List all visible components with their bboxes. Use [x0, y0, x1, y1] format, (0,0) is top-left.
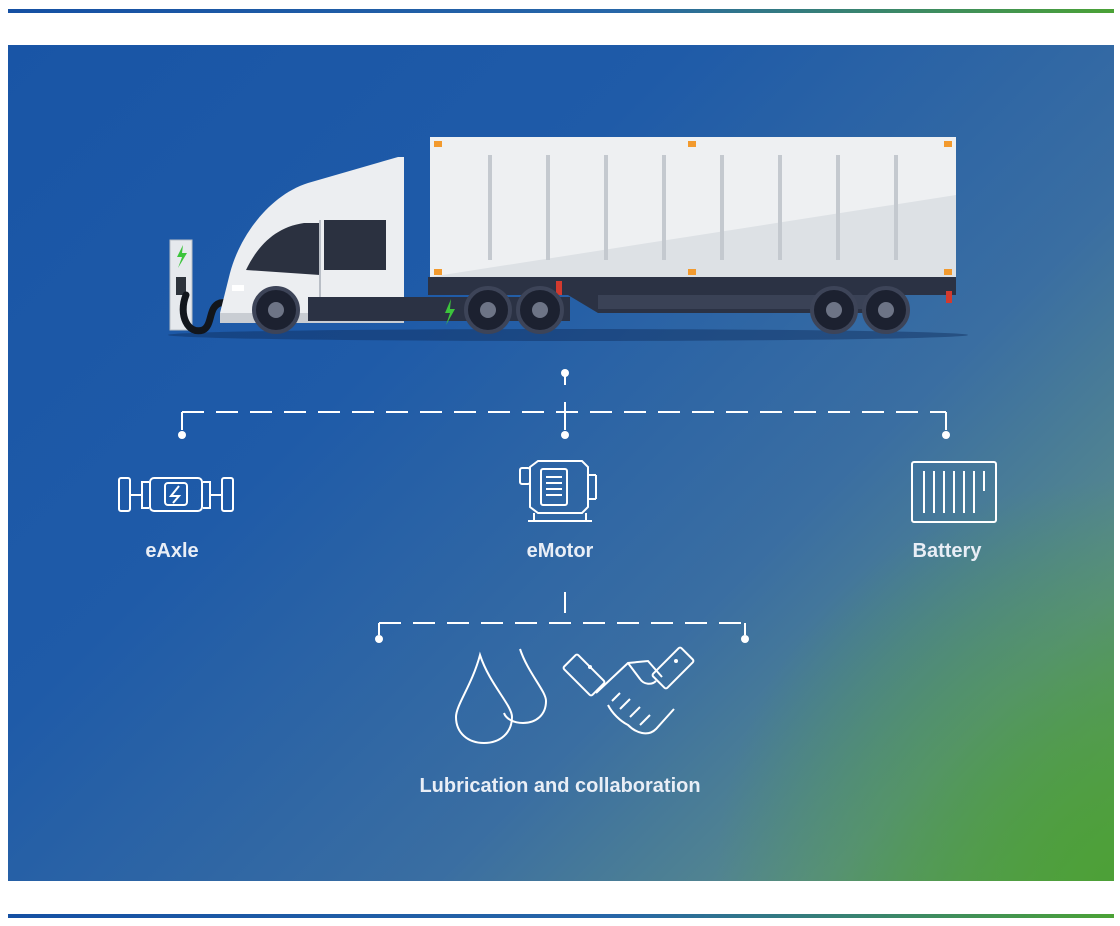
battery-label: Battery [912, 540, 982, 562]
charging-station-icon [169, 239, 242, 335]
connector-lines [178, 369, 950, 643]
eaxle-label: eAxle [145, 540, 199, 562]
electric-motor-icon [519, 460, 597, 522]
handshake-icon [562, 646, 695, 735]
emotor-label: eMotor [526, 540, 594, 562]
eaxle-icon [118, 477, 234, 512]
truck-illustration [168, 137, 968, 341]
bottom-divider [8, 914, 1114, 918]
lubrication-collaboration-label: Lubrication and collaboration [419, 775, 701, 797]
diagram-panel: eAxle eMotor Battery Lubrication and col… [8, 45, 1114, 881]
top-divider [8, 9, 1114, 13]
battery-icon [911, 461, 997, 523]
oil-drops-icon [454, 648, 548, 745]
